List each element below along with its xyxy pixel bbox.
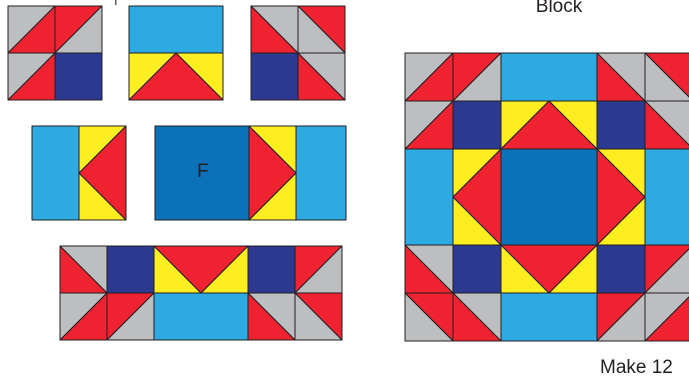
center-square-label: F [197,161,209,183]
unit-goose-left [32,126,126,220]
goose-top-blue-strip [129,6,223,53]
bottom-row-blue-strip [154,293,248,340]
make-quantity-label: Make 12 [600,357,673,379]
corner-tl-navy-square [55,53,102,100]
unit-corner-top-left [8,6,102,100]
goose-left-blue-strip [32,126,79,220]
unit-finished-block [405,53,689,341]
unit-goose-top [129,6,223,100]
unit-corner-top-right [251,6,345,100]
block-center-square [501,149,597,245]
block-right-strip [645,149,689,245]
block-tr-navy [597,101,645,149]
block-title: Block [496,0,622,18]
center-row-blue-strip [296,126,346,220]
block-bl-navy [453,245,501,293]
bottom-row-navy-left [107,246,154,293]
block-left-strip [405,149,453,245]
block-top-strip [501,53,597,101]
bottom-row-navy-right [248,246,295,293]
unit-center-row [155,126,346,220]
block-br-navy [597,245,645,293]
title-fragment-mark: | [114,0,118,5]
block-tl-navy [453,101,501,149]
corner-tr-navy-square [251,53,298,100]
unit-bottom-row [60,246,342,340]
block-bottom-strip [501,293,597,341]
